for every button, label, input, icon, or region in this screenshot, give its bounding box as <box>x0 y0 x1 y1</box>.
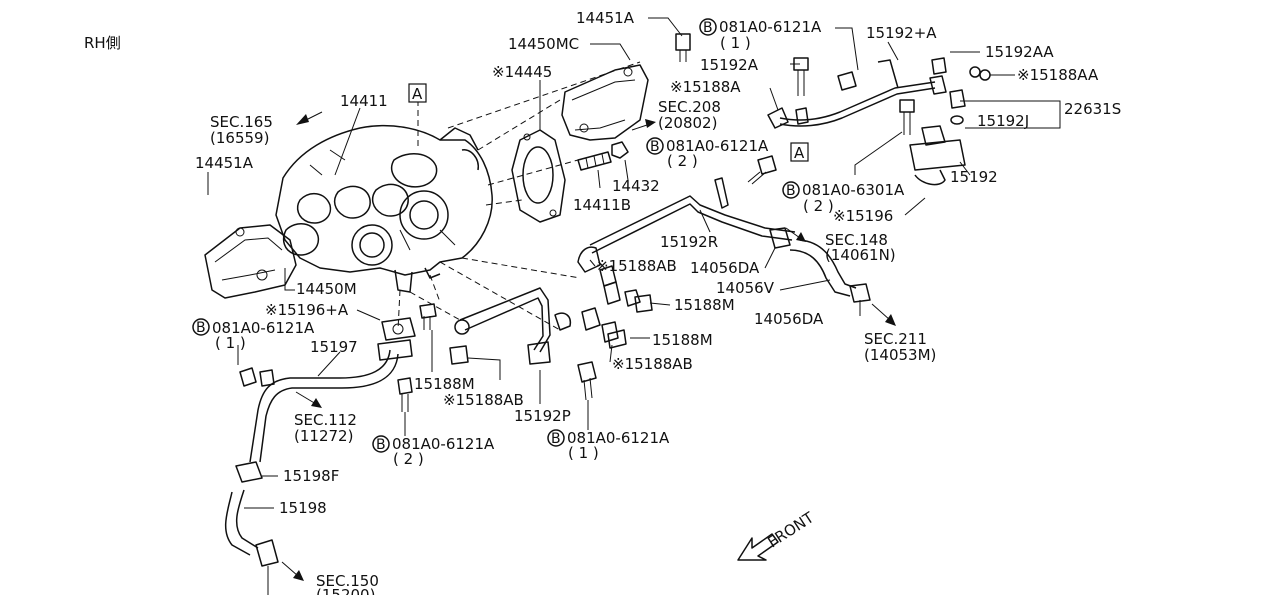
label-sec112: SEC.112 <box>294 411 357 429</box>
label-081a0-6121a-top-qty: ( 1 ) <box>720 34 751 52</box>
label-14451A-left: 14451A <box>195 154 254 172</box>
label-15188AA: ※15188AA <box>1017 66 1099 84</box>
label-14445: ※14445 <box>492 63 552 81</box>
oil-pipe-15192P <box>449 287 572 365</box>
bolt-symbol-b-mid-letter: B <box>650 139 660 155</box>
gasket-15196A <box>377 317 416 361</box>
label-081a0-6121a-bottom1-qty: ( 2 ) <box>393 450 424 468</box>
label-sec150: SEC.150 <box>316 572 379 590</box>
label-15192AA: 15192AA <box>985 43 1054 61</box>
turbocharger-housing <box>275 124 493 293</box>
label-15200: (15200) <box>316 586 375 595</box>
oil-feed-tube <box>767 57 991 186</box>
hose-14056V <box>789 239 871 303</box>
label-081a0-6121a-left: 081A0-6121A <box>212 319 315 337</box>
label-15192: 15192 <box>950 168 998 186</box>
label-081a0-6121a-bottom1: 081A0-6121A <box>392 435 495 453</box>
label-sec148: SEC.148 <box>825 231 888 249</box>
gasket-14445 <box>511 129 566 223</box>
front-indicator <box>737 533 779 561</box>
label-15192P: 15192P <box>514 407 571 425</box>
label-14432: 14432 <box>612 177 660 195</box>
label-14061N: (14061N) <box>825 246 896 264</box>
label-15192+A: 15192+A <box>866 24 937 42</box>
label-15188AB-3: ※15188AB <box>612 355 693 373</box>
label-15188A: ※15188A <box>670 78 741 96</box>
bolt-symbol-b-bottom2-letter: B <box>551 431 561 447</box>
label-14451A-top: 14451A <box>576 9 635 27</box>
bolt-symbol-b-right <box>782 181 800 199</box>
bolt-symbol-b-bottom2 <box>547 429 565 447</box>
label-14450MC: 14450MC <box>508 35 579 53</box>
water-tube-15197 <box>239 349 399 463</box>
label-sec165: SEC.165 <box>210 113 273 131</box>
label-front: FRONT <box>764 508 817 551</box>
label-14056V: 14056V <box>716 279 775 297</box>
ref-box-a-upper-label: A <box>412 85 423 103</box>
label-14450M: 14450M <box>296 280 357 298</box>
oil-return-tube <box>577 177 796 273</box>
bolt-symbol-b-right-letter: B <box>786 183 796 199</box>
side-label: RH側 <box>84 34 121 52</box>
leader-lines <box>207 17 1061 509</box>
label-15192R: 15192R <box>660 233 718 251</box>
label-081a0-6301a: 081A0-6301A <box>802 181 905 199</box>
label-16559: (16559) <box>210 129 269 147</box>
label-11272: (11272) <box>294 427 353 445</box>
label-081a0-6301a-qty: ( 2 ) <box>803 197 834 215</box>
label-14056DA-2: 14056DA <box>754 310 824 328</box>
label-15192A: 15192A <box>700 56 759 74</box>
label-14056DA-1: 14056DA <box>690 259 760 277</box>
label-22631S: 22631S <box>1064 100 1121 118</box>
label-15196+A: ※15196+A <box>265 301 349 319</box>
bolt-symbol-markers: B B B B B B <box>192 18 800 453</box>
heat-shield-upper <box>561 64 649 141</box>
stud-and-nut <box>577 141 629 171</box>
bolt-symbol-b-top-letter: B <box>703 20 713 36</box>
label-081a0-6121a-left-qty: ( 1 ) <box>215 334 246 352</box>
label-15188M-1: 15188M <box>674 296 735 314</box>
label-14411: 14411 <box>340 92 388 110</box>
label-081a0-6121a-mid: 081A0-6121A <box>666 137 769 155</box>
label-14411B: 14411B <box>573 196 631 214</box>
bolts-top <box>675 33 915 185</box>
label-081a0-6121a-bottom2-qty: ( 1 ) <box>568 444 599 462</box>
label-20802: (20802) <box>658 114 717 132</box>
label-15192J: 15192J <box>977 112 1029 130</box>
washers-lower <box>397 265 653 412</box>
label-sec208: SEC.208 <box>658 98 721 116</box>
label-081a0-6121a-bottom2: 081A0-6121A <box>567 429 670 447</box>
label-15188AB-2: ※15188AB <box>443 391 524 409</box>
label-14053M: (14053M) <box>864 346 936 364</box>
direction-arrows <box>281 111 896 581</box>
bolt-symbol-b-bottom1-letter: B <box>376 437 386 453</box>
ref-box-a-upper <box>408 83 427 103</box>
bolt-symbol-b-bottom1 <box>372 435 390 453</box>
label-081a0-6121a-mid-qty: ( 2 ) <box>667 152 698 170</box>
label-15198F: 15198F <box>283 467 339 485</box>
label-15197: 15197 <box>310 338 358 356</box>
label-sec211: SEC.211 <box>864 330 927 348</box>
label-15188M-3: 15188M <box>652 331 713 349</box>
ref-box-a-lower <box>790 142 809 162</box>
part-labels: 14451A 14450MC ※14445 14411 SEC.165 (165… <box>195 9 1121 595</box>
bolt-symbol-b-left <box>192 318 210 336</box>
bolt-symbol-b-top <box>699 18 717 36</box>
bolt-symbol-b-mid <box>646 137 664 155</box>
label-15188M-2: 15188M <box>414 375 475 393</box>
heat-shield-lower <box>204 224 297 299</box>
label-15196: ※15196 <box>833 207 893 225</box>
label-081a0-6121a-top: 081A0-6121A <box>719 18 822 36</box>
label-15188AB-1: ※15188AB <box>596 257 677 275</box>
ref-box-a-lower-label: A <box>794 144 805 162</box>
label-15198: 15198 <box>279 499 327 517</box>
bolt-symbol-b-left-letter: B <box>196 320 206 336</box>
hose-15198 <box>224 461 279 595</box>
